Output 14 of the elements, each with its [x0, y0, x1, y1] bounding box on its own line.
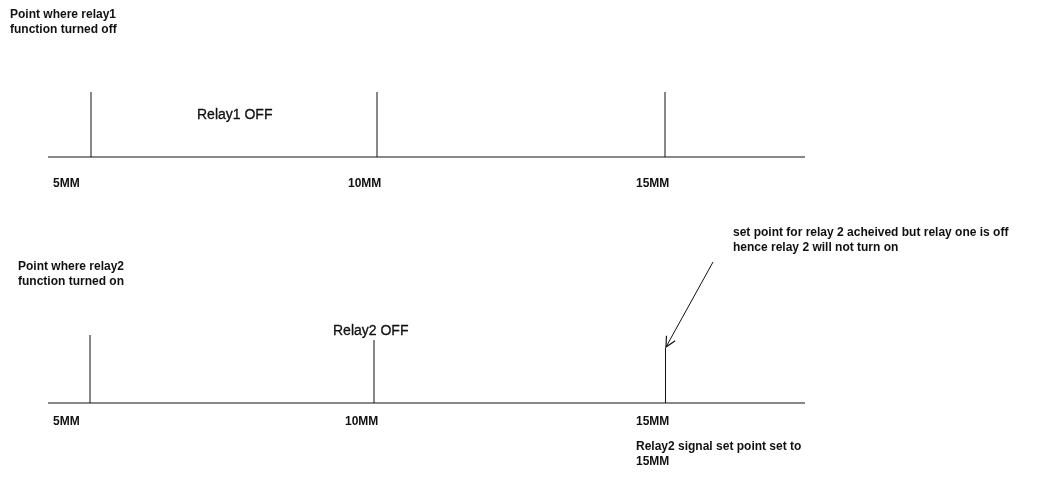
leader-arrow	[665, 261, 714, 348]
note-text: Point where relay2 function turned on	[18, 259, 126, 289]
tick-label: 10MM	[345, 414, 379, 429]
note-text: Point where relay1 function turned off	[10, 7, 118, 37]
tick-label: 15MM	[636, 414, 670, 429]
tick-label: 5MM	[53, 414, 80, 429]
state-label: Relay1 OFF	[197, 107, 273, 122]
state-label: Relay2 OFF	[333, 323, 409, 338]
tick-label: 5MM	[53, 176, 80, 191]
note-text: Relay2 signal set point set to 15MM	[636, 439, 803, 469]
tick-mark	[663, 348, 669, 403]
tick-label: 15MM	[636, 176, 670, 191]
tick-label: 10MM	[348, 176, 382, 191]
annotation-text: set point for relay 2 acheived but relay one is off hence relay 2 will not turn on	[733, 225, 1023, 255]
